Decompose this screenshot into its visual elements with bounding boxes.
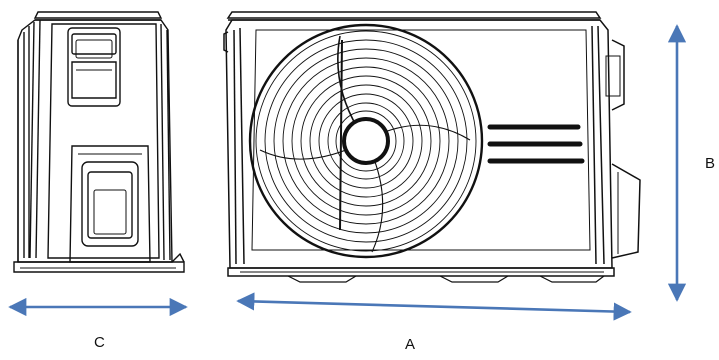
side-view <box>13 11 185 273</box>
dimension-arrows <box>8 24 687 321</box>
dimension-label-c: C <box>94 334 105 351</box>
dimension-label-a: A <box>405 336 416 353</box>
fan-grille <box>248 23 484 259</box>
louver-bars <box>487 124 585 164</box>
front-view <box>223 11 641 283</box>
dimension-arrow-a <box>236 292 632 321</box>
dimension-label-b: B <box>705 155 716 172</box>
